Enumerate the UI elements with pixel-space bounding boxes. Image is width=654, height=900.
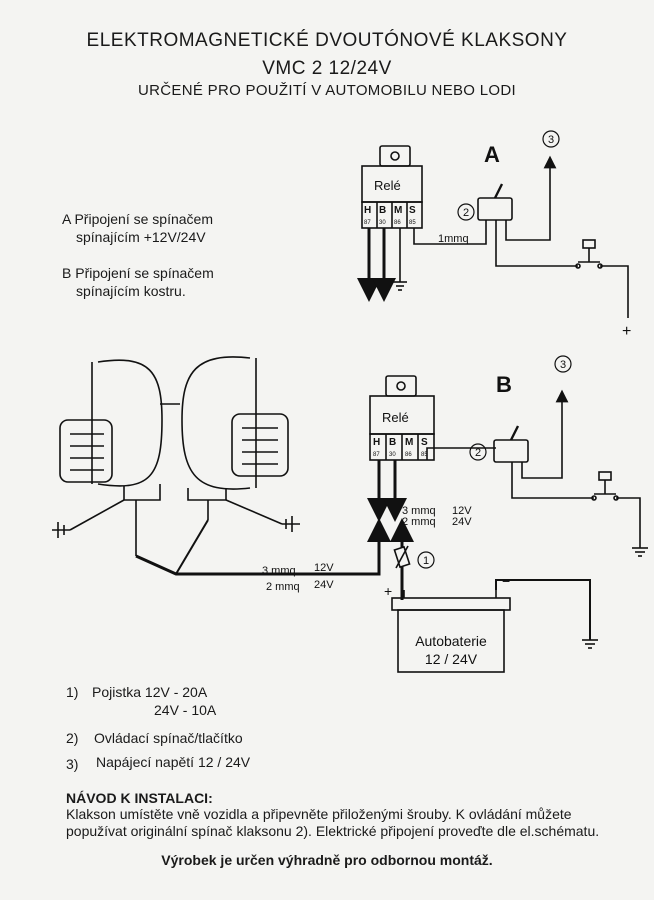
circle-marker-1: 1 — [417, 551, 435, 569]
v24-main: 24V — [314, 579, 334, 591]
main-power-wire — [135, 548, 381, 576]
relay-b-label: Relé — [382, 410, 409, 425]
relay-a-num-30: 30 — [379, 220, 386, 226]
relay-b-num-30: 30 — [389, 452, 396, 458]
circle-marker-2a: 2 — [457, 203, 475, 221]
note-b-line1: Připojení se spínačem — [75, 265, 214, 281]
note-b-line2: spínajícím kostru. — [76, 283, 186, 299]
wiring-diagram: A B Relé H B M S 87 30 86 85 Relé H B M … — [52, 130, 648, 673]
circle-2a-text: 2 — [463, 207, 469, 219]
wire-3mm-b: 3 mmq — [402, 505, 436, 517]
switch-a — [477, 183, 513, 221]
legend-1-num: 1) — [66, 684, 79, 700]
plus-sign-battery: + — [384, 583, 392, 599]
battery-voltage: 12 / 24V — [425, 651, 478, 667]
relay-b-num-87: 87 — [373, 452, 380, 458]
relay-a-pin-b: B — [379, 205, 386, 216]
horn-right — [181, 356, 300, 532]
ground-symbol-a — [393, 281, 407, 291]
legend-3-num: 3) — [66, 756, 79, 772]
legend-1-line2: 24V - 10A — [154, 702, 217, 718]
push-button-a — [575, 239, 603, 269]
note-a: A Připojení se spínačem spínajícím +12V/… — [62, 210, 213, 246]
switch-b — [493, 425, 529, 463]
wire-2mm-main: 2 mmq — [266, 581, 300, 593]
legend-1-line1: Pojistka 12V - 20A — [92, 684, 208, 700]
instructions-body: Klakson umístěte vně vozidla a připevnět… — [66, 806, 600, 839]
relay-b-pin-s: S — [421, 437, 428, 448]
circle-3b-text: 3 — [560, 359, 566, 371]
circle-1-text: 1 — [423, 555, 429, 567]
label-a: A — [484, 142, 500, 167]
plus-sign-a: + — [622, 323, 631, 340]
wire-3mm-main: 3 mmq — [262, 565, 296, 577]
wire-a-control — [413, 220, 487, 245]
note-a-line1: Připojení se spínačem — [74, 211, 213, 227]
horn-left — [52, 359, 180, 556]
model-title: VMC 2 12/24V — [262, 58, 392, 79]
ground-symbol-battery — [582, 639, 598, 649]
relay-a-num-87: 87 — [364, 220, 371, 226]
legend-2-text: Ovládací spínač/tlačítko — [94, 730, 243, 746]
legend-2-num: 2) — [66, 730, 79, 746]
relay-b — [369, 375, 435, 461]
note-b-letter: B — [62, 265, 72, 281]
note-a-line2: spínajícím +12V/24V — [76, 229, 206, 245]
circle-2b-text: 2 — [475, 447, 481, 459]
wire-2mm-b: 2 mmq — [402, 516, 436, 528]
relay-a — [361, 145, 423, 229]
ground-symbol-b — [632, 547, 648, 557]
circle-3a-text: 3 — [548, 134, 554, 146]
circle-marker-3b: 3 — [554, 355, 572, 373]
note-b: B Připojení se spínačem spínajícím kostr… — [62, 264, 214, 300]
circle-marker-3a: 3 — [542, 130, 560, 148]
relay-b-pin-h: H — [373, 437, 380, 448]
relay-a-label: Relé — [374, 178, 401, 193]
push-button-b — [591, 471, 619, 501]
v12-b: 12V — [452, 505, 472, 517]
minus-sign-battery: − — [502, 573, 510, 589]
battery-label: Autobaterie — [415, 633, 487, 649]
instructions-title: NÁVOD K INSTALACI: — [66, 790, 213, 806]
relay-b-pin-b: B — [389, 437, 396, 448]
note-a-letter: A — [62, 211, 71, 227]
v24-b: 24V — [452, 516, 472, 528]
relay-a-pin-s: S — [409, 205, 416, 216]
document-title: ELEKTROMAGNETICKÉ DVOUTÓNOVÉ KLAKSONY — [86, 30, 568, 51]
footer-note: Výrobek je určen výhradně pro odbornou m… — [161, 852, 493, 868]
v12-main: 12V — [314, 562, 334, 574]
relay-a-num-85: 85 — [409, 220, 416, 226]
relay-a-num-86: 86 — [394, 220, 401, 226]
fuse — [393, 545, 411, 569]
label-b: B — [496, 372, 512, 397]
relay-b-num-85: 85 — [421, 452, 428, 458]
relay-b-num-86: 86 — [405, 452, 412, 458]
wire-1mm-label: 1mmq — [438, 233, 469, 245]
battery — [391, 590, 511, 673]
relay-a-pin-m: M — [394, 205, 402, 216]
relay-a-pin-h: H — [364, 205, 371, 216]
relay-b-pin-m: M — [405, 437, 413, 448]
legend-3-text: Napájecí napětí 12 / 24V — [96, 754, 251, 770]
document-subtitle: URČENÉ PRO POUŽITÍ V AUTOMOBILU NEBO LOD… — [138, 82, 516, 99]
circle-marker-2b: 2 — [469, 443, 487, 461]
